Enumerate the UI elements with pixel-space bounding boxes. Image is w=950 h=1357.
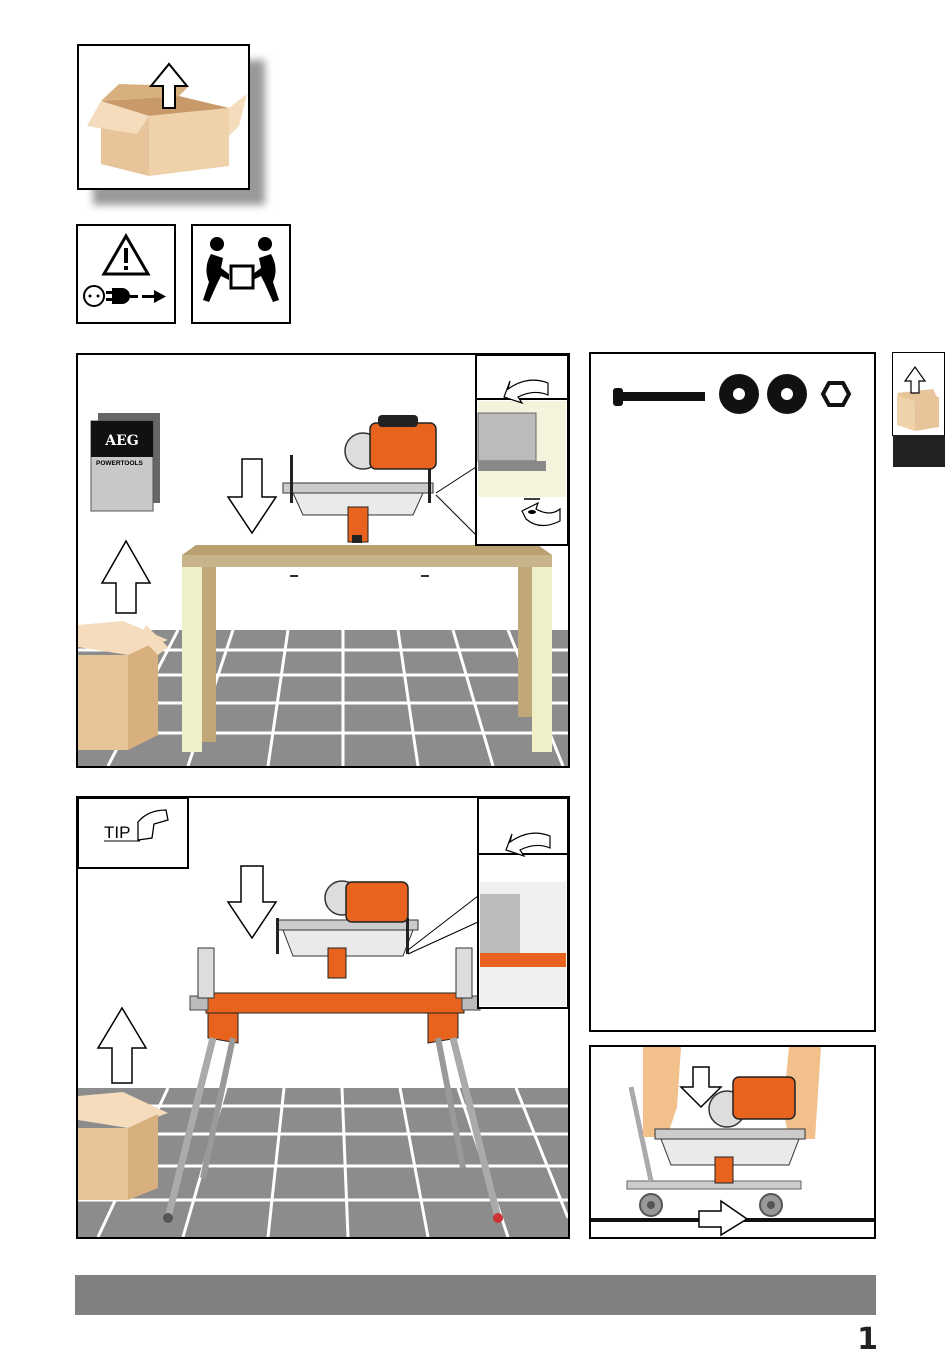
section-tab-marker: [893, 435, 945, 467]
bolt-icon: [613, 388, 705, 406]
tip-label: TIP: [104, 823, 130, 842]
lift-arrow-up-icon: [102, 541, 150, 613]
unplug-warning-panel: [76, 224, 176, 324]
unbox-icon: [79, 46, 248, 188]
lower-arrow-down-icon: [228, 866, 276, 938]
lower-arrow-down-icon: [228, 459, 276, 533]
miter-saw: [276, 881, 418, 978]
two-person-lift-panel: [191, 224, 291, 324]
push-arrow-right-icon: [699, 1201, 747, 1235]
leg-stand-panel: TIP: [76, 796, 570, 1239]
unplug-icon: [84, 286, 166, 306]
cardboard-box: [78, 1092, 168, 1200]
clamp-detail-inset: [436, 355, 568, 545]
warning-icon: [104, 236, 148, 274]
unbox-panel: [77, 44, 277, 214]
washer-icon: [719, 374, 807, 414]
tip-badge: TIP: [78, 798, 188, 868]
unbox-icon: [905, 367, 925, 393]
nut-icon: [823, 383, 849, 405]
table-mount-panel: AEG POWERTOOLS: [76, 353, 570, 768]
lift-arrow-up-icon: [98, 1008, 146, 1083]
section-tab: [892, 352, 945, 436]
page-number: 1: [857, 1322, 878, 1357]
trolley-transport-panel: [589, 1045, 876, 1239]
miter-saw: [283, 415, 436, 543]
manual-booklet: AEG POWERTOOLS: [91, 413, 160, 511]
two-person-lift-icon: [193, 226, 289, 322]
footer-bar: [75, 1275, 876, 1315]
clamp-detail-inset: [408, 798, 568, 1008]
manual-sub-brand: POWERTOOLS: [96, 460, 143, 467]
hardware-panel: [589, 352, 876, 1032]
cardboard-box: [78, 621, 168, 750]
manual-brand: AEG: [104, 433, 139, 449]
